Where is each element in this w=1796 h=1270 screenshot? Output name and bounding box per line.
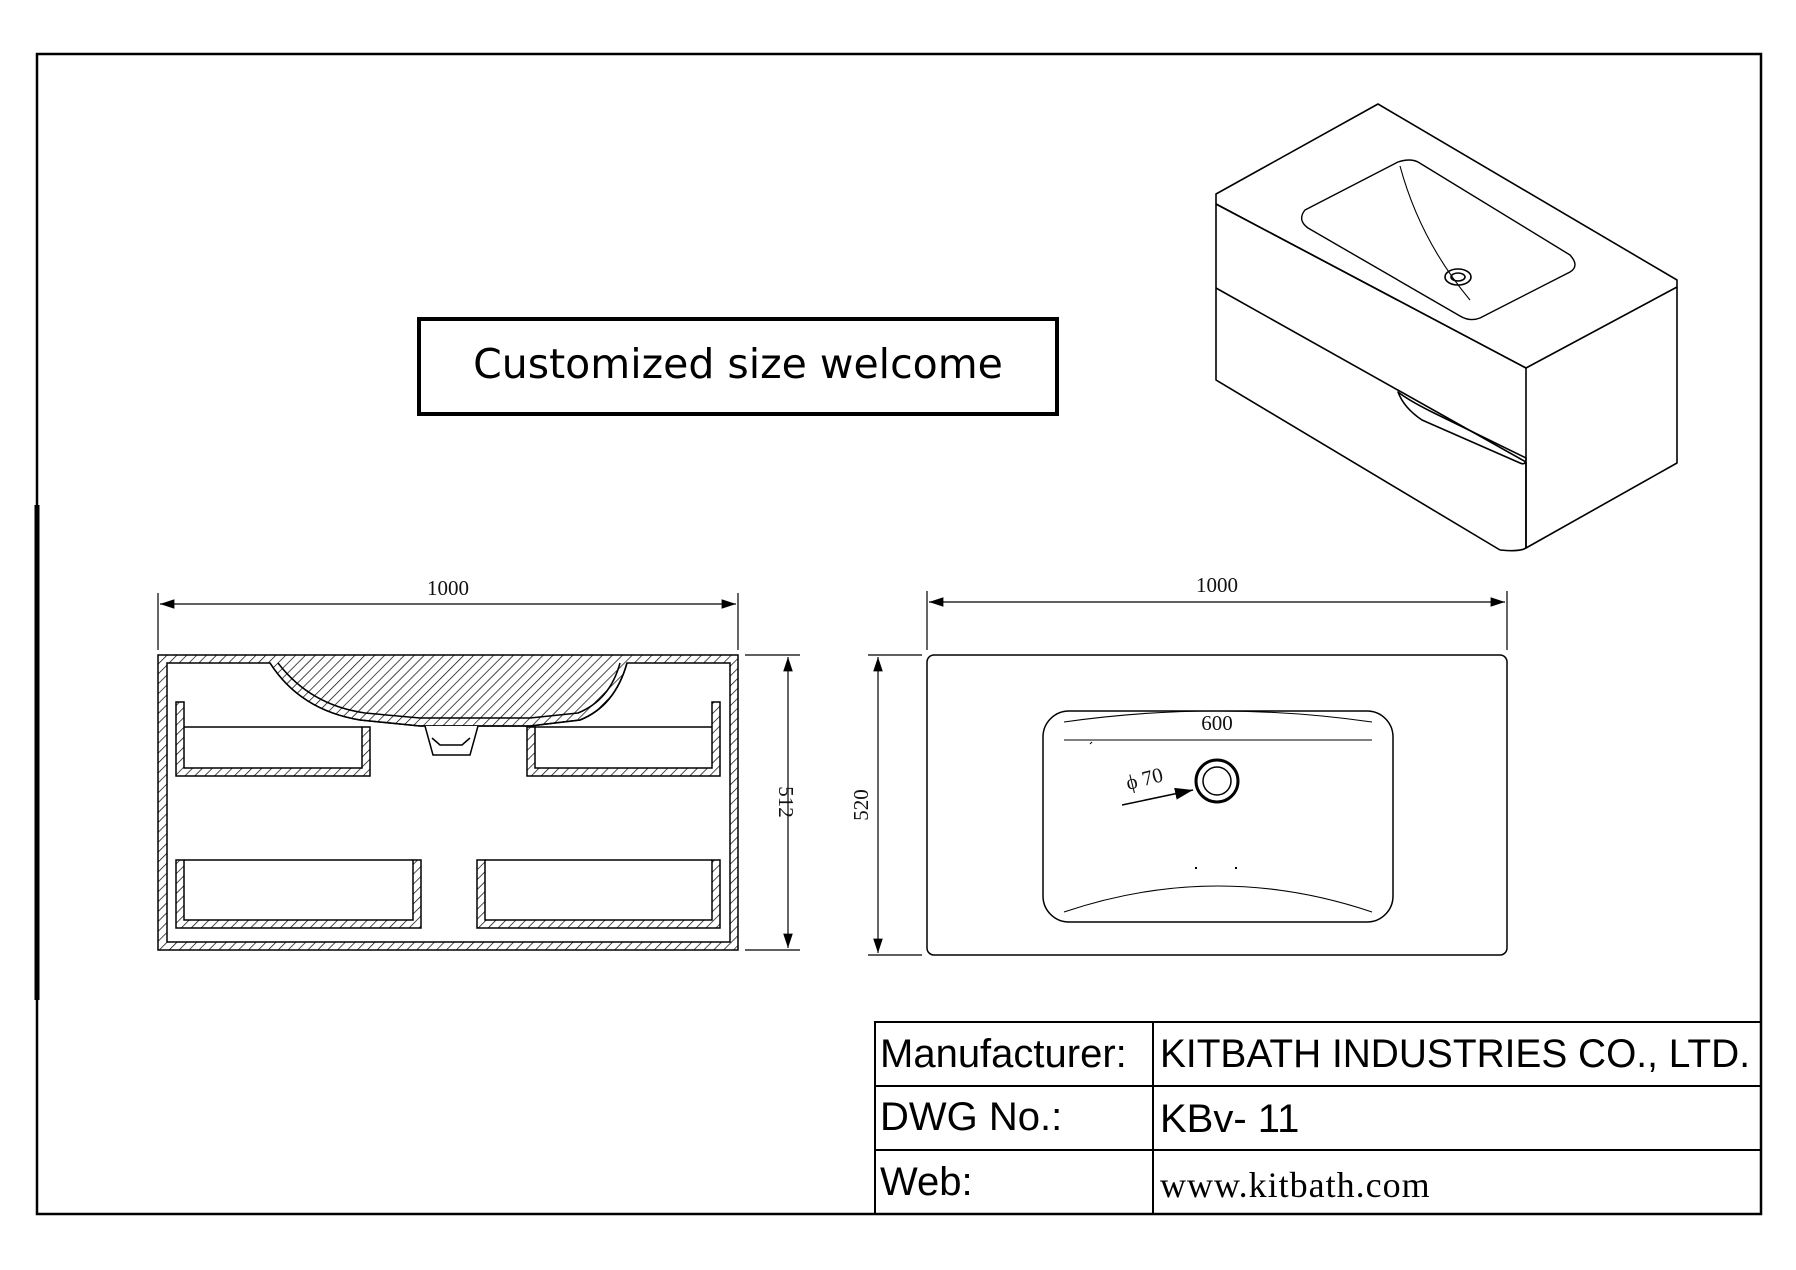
top-view: [926, 654, 1508, 956]
top-dimensions: [868, 591, 1508, 956]
dwg-no-label: DWG No.:: [880, 1095, 1062, 1139]
manufacturer-value: KITBATH INDUSTRIES CO., LTD.: [1160, 1032, 1750, 1076]
front-dimensions: [157, 593, 800, 951]
basin-width-label: 600: [1201, 711, 1233, 735]
isometric-view: [1215, 103, 1678, 552]
top-width-label: 1000: [1196, 573, 1238, 597]
drain-diameter-label: ϕ 70: [1123, 763, 1165, 795]
title-block: [874, 1021, 1762, 1215]
customized-size-banner: Customized size welcome: [417, 317, 1059, 416]
web-label: Web:: [880, 1160, 973, 1204]
manufacturer-label: Manufacturer:: [880, 1032, 1127, 1076]
banner-text: Customized size welcome: [473, 340, 1003, 388]
front-section-view: [157, 654, 739, 951]
top-depth-label: 520: [849, 789, 873, 821]
front-width-label: 1000: [427, 576, 469, 600]
front-height-label: 512: [774, 786, 798, 818]
web-value: www.kitbath.com: [1160, 1165, 1431, 1205]
dwg-no-value: KBv- 11: [1160, 1097, 1299, 1141]
